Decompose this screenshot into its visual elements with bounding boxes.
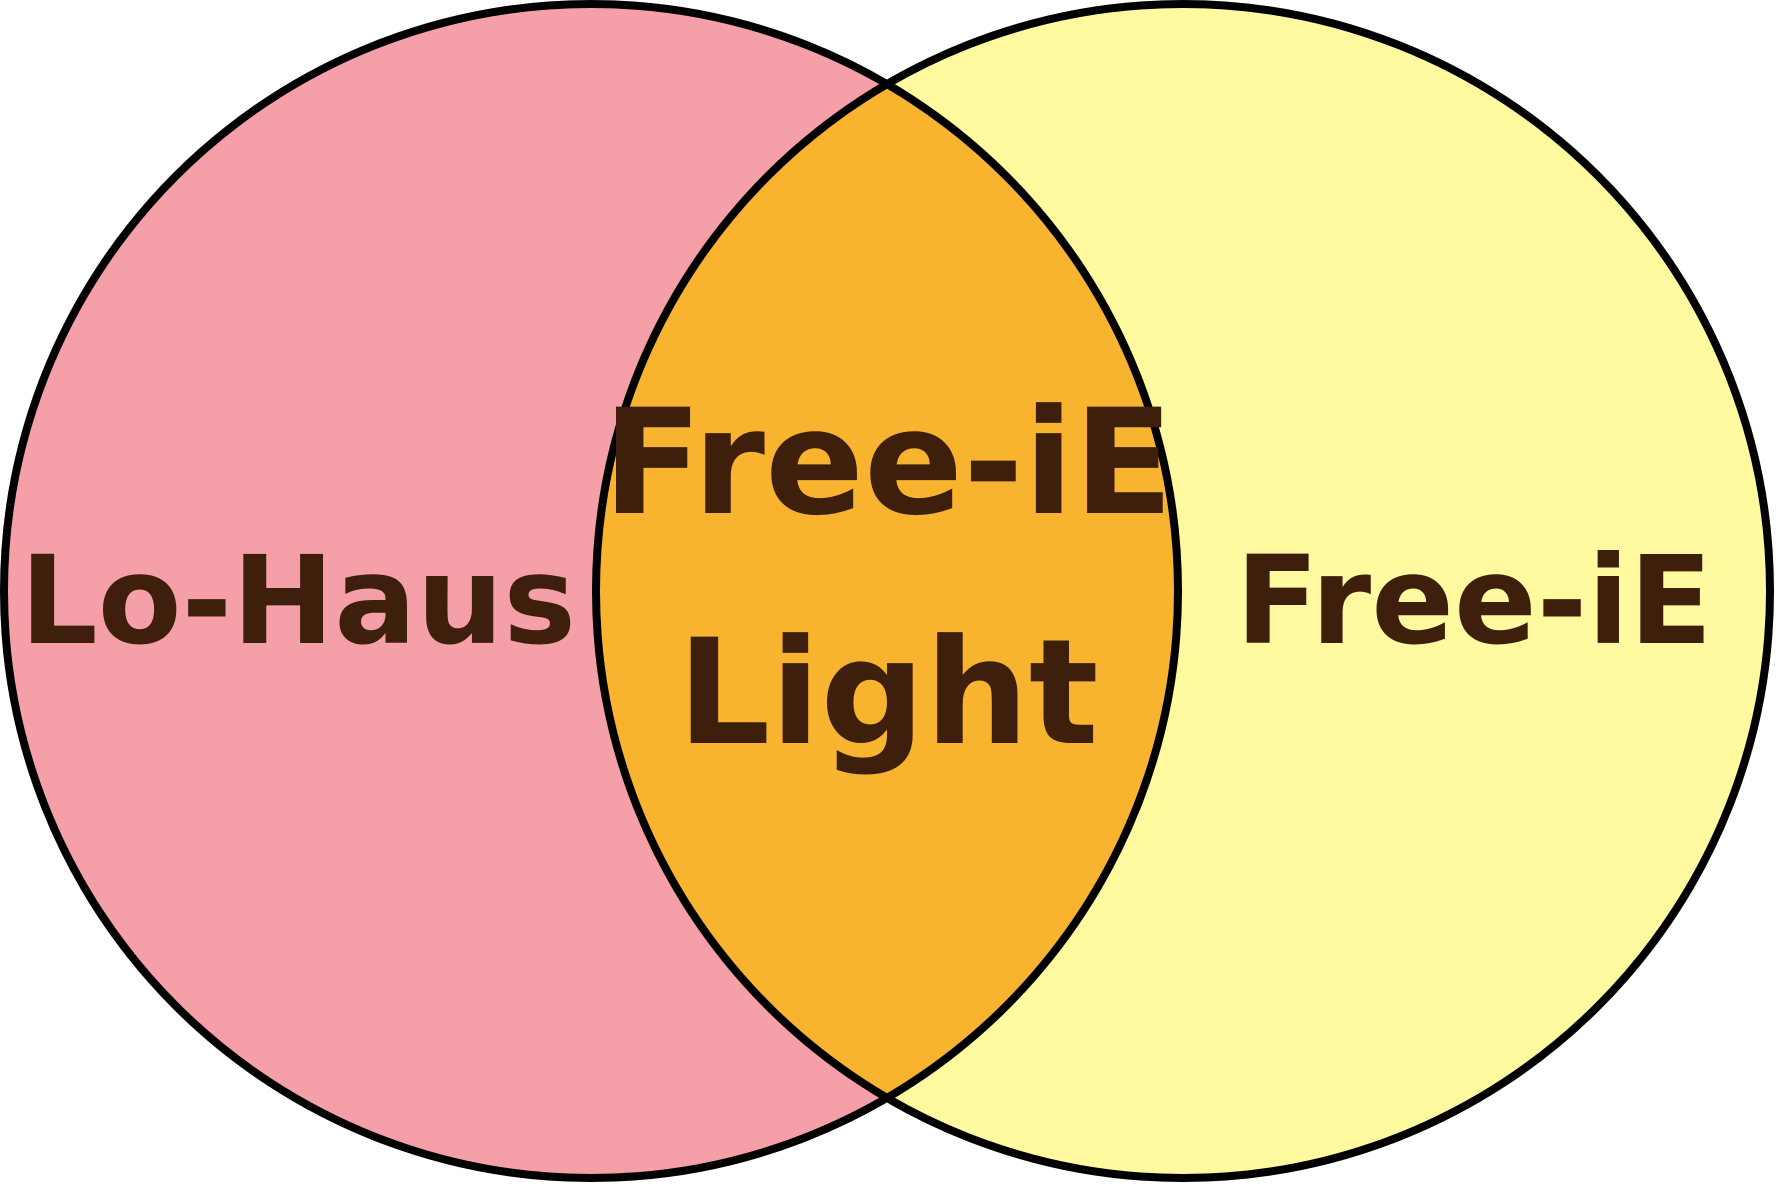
overlap-label-line2: Light xyxy=(677,608,1098,778)
right-circle-label: Free-iE xyxy=(1236,530,1713,672)
right-circle-outline xyxy=(592,0,1774,1182)
overlap-region xyxy=(596,4,1178,1178)
left-circle-label: Lo-Haus xyxy=(20,530,576,672)
left-circle-outline xyxy=(0,0,1182,1182)
overlap-label-line1: Free-iE xyxy=(603,378,1174,548)
